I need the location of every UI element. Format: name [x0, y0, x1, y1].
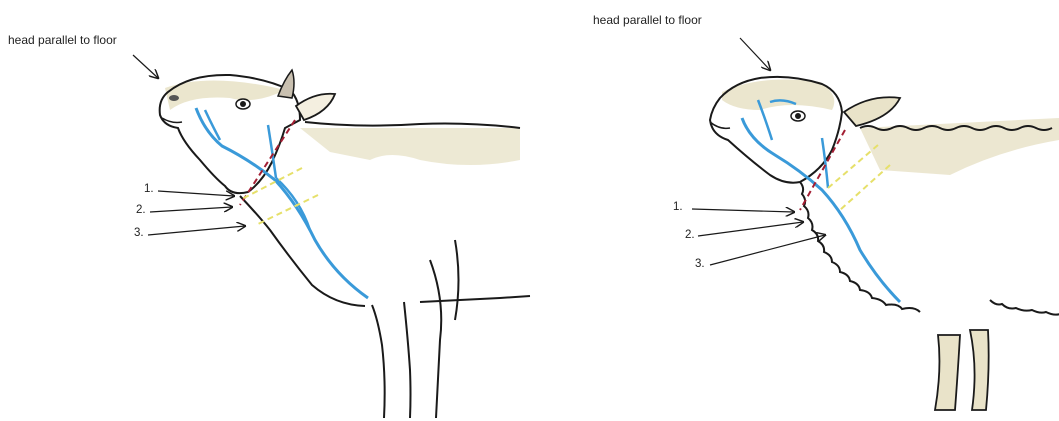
cow-head-shading: [165, 80, 285, 110]
sheep-illustration: [560, 0, 1059, 421]
cow-marker-arrow-3: [148, 226, 245, 235]
cow-caption-arrow: [133, 55, 158, 78]
sheep-diagram-panel: head parallel to floor 1. 2. 3.: [560, 0, 1059, 421]
sheep-marker-1: 1.: [673, 202, 683, 214]
sheep-ear: [844, 97, 900, 126]
cow-marker-arrow-1: [158, 191, 234, 196]
cow-horn: [278, 70, 294, 98]
sheep-front-leg: [935, 335, 960, 410]
sheep-caption-arrow: [740, 38, 770, 70]
cow-nostril: [169, 95, 179, 101]
cow-cut-line-yellow-2: [256, 195, 318, 225]
sheep-belly-fleece: [990, 300, 1059, 315]
cow-diagram-panel: head parallel to floor 1. 2. 3.: [0, 0, 560, 421]
cow-back-line: [305, 122, 520, 128]
cow-back-shading: [300, 128, 520, 165]
cow-marker-arrow-2: [150, 207, 232, 212]
cow-belly-line: [420, 296, 530, 302]
cow-marker-1: 1.: [144, 184, 154, 196]
cow-front-leg: [372, 302, 411, 418]
cow-illustration: [0, 0, 560, 421]
sheep-marker-arrow-2: [698, 222, 803, 236]
cow-caption: head parallel to floor: [8, 34, 117, 46]
cow-rear-leg: [430, 240, 459, 418]
cow-marker-3: 3.: [134, 228, 144, 240]
sheep-rear-leg: [970, 330, 989, 410]
cow-marker-2: 2.: [136, 205, 146, 217]
cow-vein-branch-2: [268, 125, 276, 178]
sheep-marker-arrow-3: [710, 235, 825, 265]
sheep-caption: head parallel to floor: [593, 14, 702, 26]
sheep-marker-arrow-1: [692, 209, 794, 212]
sheep-marker-2: 2.: [685, 230, 695, 242]
cow-ear: [296, 94, 335, 120]
sheep-marker-3: 3.: [695, 259, 705, 271]
